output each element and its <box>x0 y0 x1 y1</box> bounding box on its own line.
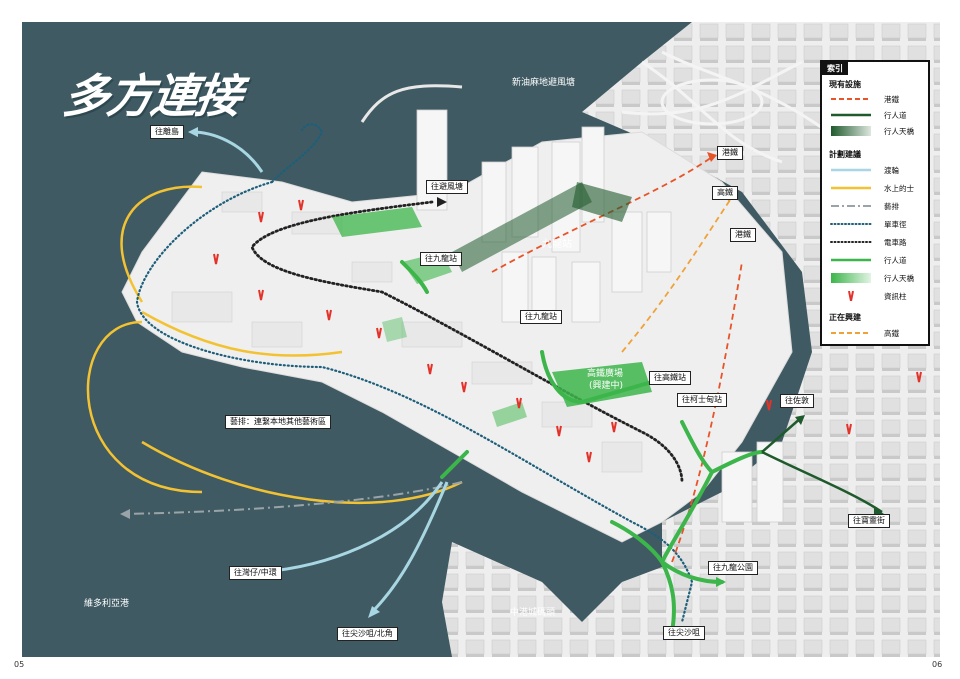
callout-outlying-islands: 往離島 <box>150 125 184 139</box>
callout-tst: 往尖沙咀 <box>663 626 705 640</box>
legend-row-existing-0: 港鐵 <box>829 93 923 105</box>
legend-row-planned-2: 藝排 <box>829 200 923 212</box>
legend-row-existing-2: 行人天橋 <box>829 125 923 137</box>
existing-footbridges <box>452 182 632 272</box>
legend-swatch <box>848 291 854 301</box>
callout-tst-north-point: 往尖沙咀/北角 <box>337 627 398 641</box>
callout-kowloon-park: 往九龍公園 <box>708 561 758 575</box>
legend-swatch <box>831 126 871 136</box>
legend-swatch <box>830 223 872 225</box>
map-frame: 多方連接 新油麻地避風塘 維多利亞港 中港城碼頭 九龍站 高鐵廣場 (興建中) … <box>22 22 940 657</box>
kowloon-station-label: 九龍站 <box>542 239 572 250</box>
legend-existing-title: 現有設施 <box>829 80 861 89</box>
page-number-right: 06 <box>932 660 943 669</box>
callout-mtr-1: 港鐵 <box>717 146 743 160</box>
tramway <box>250 200 684 484</box>
callout-wan-chai: 往灣仔/中環 <box>229 566 282 580</box>
pier-land <box>442 542 582 657</box>
callout-arts-barge: 藝排：連繫本地其他藝術區 <box>225 415 331 429</box>
callout-kowloon-station-2: 往九龍站 <box>520 310 562 324</box>
legend-label: 行人天橋 <box>884 274 914 283</box>
callout-hsr-station: 往高鐵站 <box>649 371 691 385</box>
callout-shelter: 往避風塘 <box>426 180 468 194</box>
legend-label: 行人天橋 <box>884 127 914 136</box>
legend-swatch <box>831 205 871 207</box>
callout-mtr-2: 港鐵 <box>730 228 756 242</box>
seawall <box>360 84 463 123</box>
harbour-label: 維多利亞港 <box>84 599 130 609</box>
legend-label: 行人道 <box>884 256 907 265</box>
ferry-routes <box>191 130 449 614</box>
legend-swatch <box>831 273 871 283</box>
legend-planned-title: 計劃建議 <box>829 150 861 159</box>
page-title: 多方連接 <box>59 69 244 123</box>
legend-row-existing-1: 行人道 <box>829 109 923 121</box>
arts-barge-route <box>121 481 463 515</box>
legend-row-planned-6: 行人天橋 <box>829 272 923 284</box>
legend-row-planned-7: 資訊柱 <box>829 290 923 302</box>
info-pillars <box>213 199 927 463</box>
legend-label: 渡輪 <box>884 166 899 175</box>
legend-row-planned-0: 渡輪 <box>829 164 923 176</box>
legend: 索引 現有設施 港鐵行人道行人天橋 計劃建議 渡輪水上的士藝排單車徑電車路行人道… <box>820 60 930 346</box>
hsr-line <box>621 196 733 353</box>
callout-hsr-1: 高鐵 <box>712 186 738 200</box>
square-label: 高鐵廣場 <box>587 369 624 379</box>
legend-construction-title: 正在興建 <box>829 313 861 322</box>
legend-row-construction-0: 高鐵 <box>829 327 923 339</box>
legend-label: 行人道 <box>884 111 907 120</box>
legend-label: 藝排 <box>884 202 899 211</box>
callout-jordan: 往佐敦 <box>780 394 814 408</box>
existing-walkway-2 <box>761 416 803 453</box>
legend-label: 電車路 <box>884 238 907 247</box>
legend-swatch <box>831 98 871 100</box>
legend-swatch <box>831 113 871 117</box>
ferry-pier-label: 中港城碼頭 <box>510 608 556 618</box>
legend-row-planned-1: 水上的士 <box>829 182 923 194</box>
cycle-path <box>135 180 694 624</box>
highway-interchange <box>621 50 843 164</box>
existing-walkway <box>761 450 883 514</box>
legend-header: 索引 <box>822 62 848 75</box>
legend-label: 水上的士 <box>884 184 914 193</box>
legend-swatch <box>830 241 872 243</box>
legend-label: 高鐵 <box>884 329 899 338</box>
legend-label: 單車徑 <box>884 220 907 229</box>
legend-swatch <box>831 168 871 172</box>
legend-swatch <box>831 258 871 262</box>
legend-row-planned-3: 單車徑 <box>829 218 923 230</box>
callout-austin: 往柯士甸站 <box>677 393 727 407</box>
low-buildings <box>171 191 643 473</box>
square-status-label: (興建中) <box>589 381 624 391</box>
legend-swatch <box>831 332 871 334</box>
water-taxi-routes <box>86 185 463 505</box>
page-number-left: 05 <box>14 660 25 669</box>
legend-label: 資訊柱 <box>884 292 907 301</box>
callout-kowloon-station-1: 往九龍站 <box>420 252 462 266</box>
legend-row-planned-5: 行人道 <box>829 254 923 266</box>
legend-swatch <box>831 186 871 190</box>
legend-label: 港鐵 <box>884 95 899 104</box>
planned-footbridges <box>332 207 652 427</box>
cycle-path-north <box>270 123 324 184</box>
legend-row-planned-4: 電車路 <box>829 236 923 248</box>
typhoon-shelter-label: 新油麻地避風塘 <box>512 78 576 88</box>
callout-po-ling: 往寶靈街 <box>848 514 890 528</box>
